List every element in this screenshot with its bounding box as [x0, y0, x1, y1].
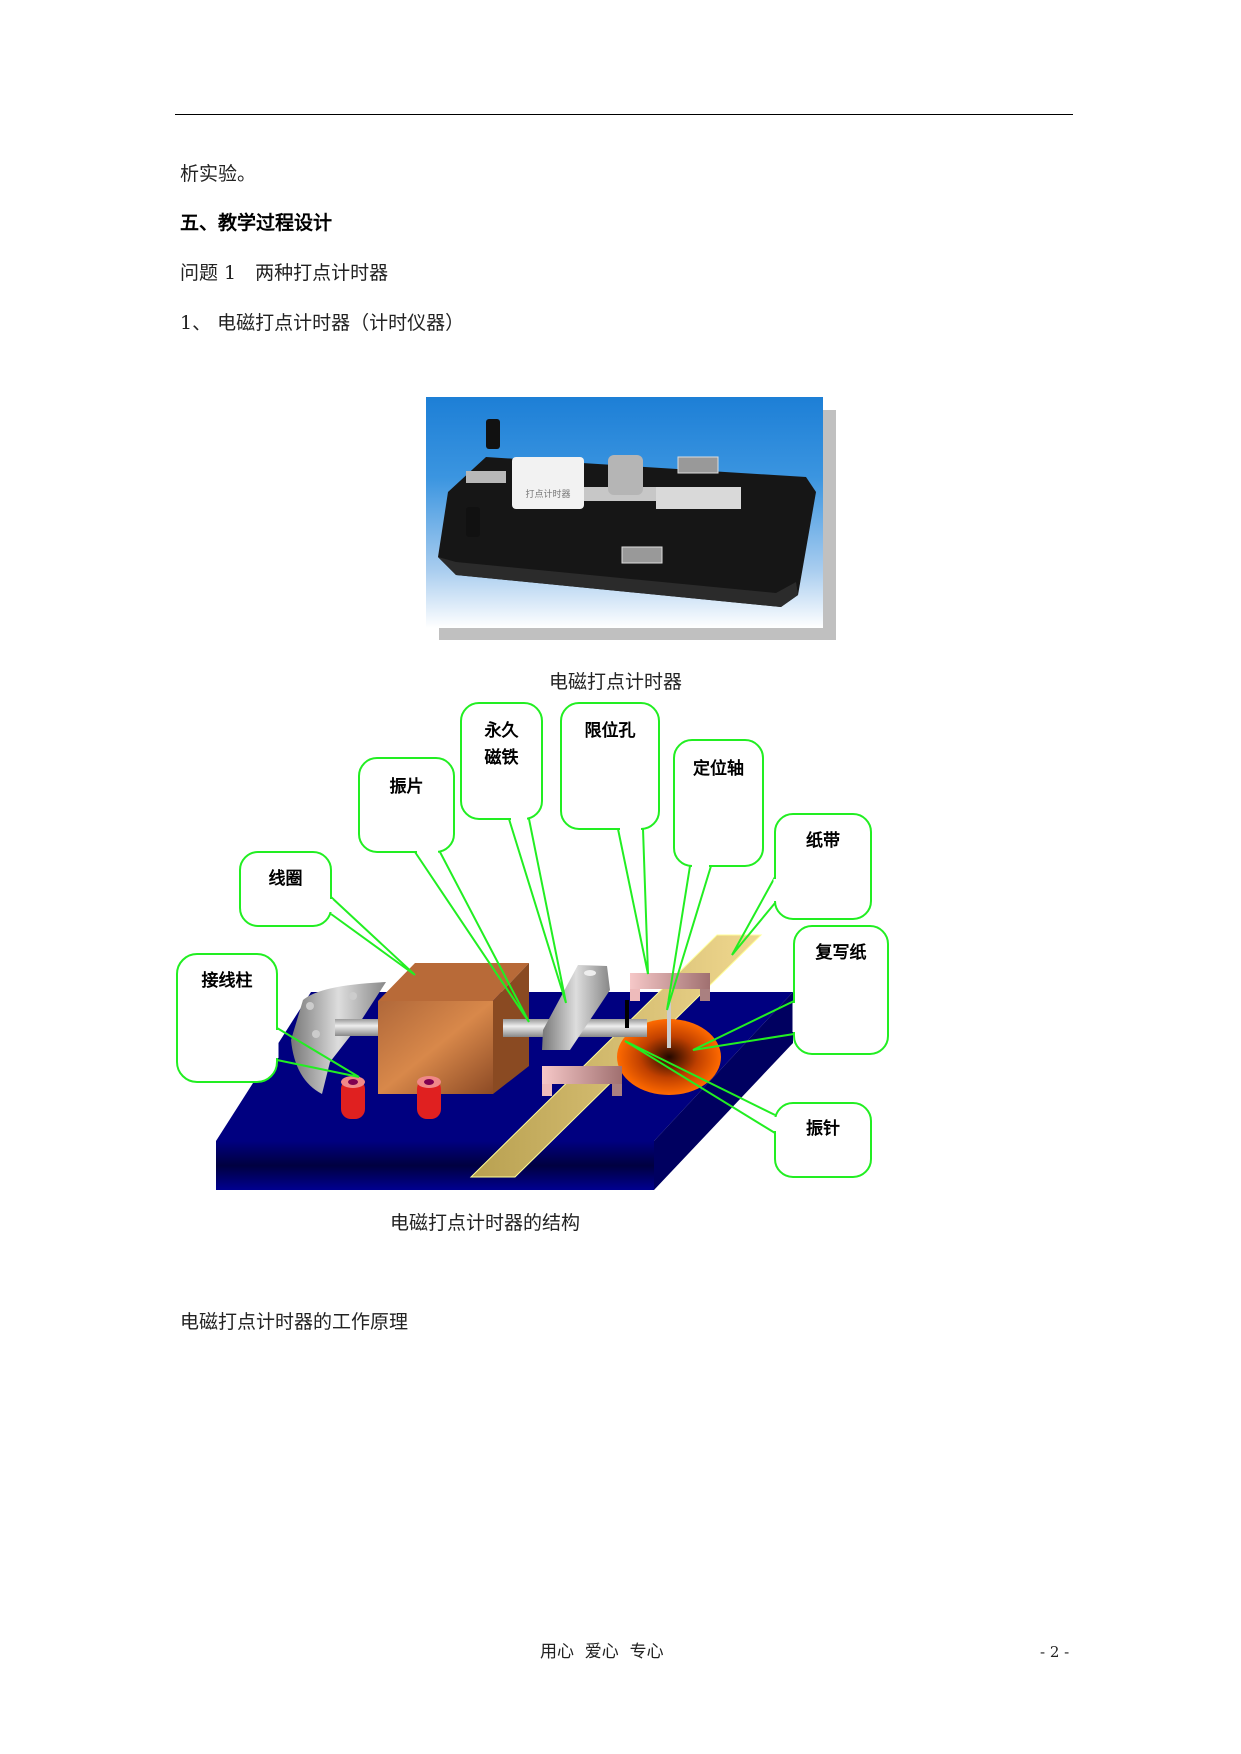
callout-tape [774, 813, 872, 920]
callout-vibrating-plate [358, 757, 455, 853]
label-needle: 振针 [806, 1119, 840, 1139]
label-terminal: 接线柱 [201, 971, 253, 991]
label-vibrating-plate: 振片 [389, 777, 424, 797]
limit-hole-bottom [542, 1066, 622, 1084]
limit-hole-top [630, 973, 710, 989]
callout-magnet [460, 702, 543, 820]
item-heading: 1、 电磁打点计时器（计时仪器） [180, 312, 465, 334]
paper-tape [469, 934, 763, 1178]
question-heading: 问题 1 两种打点计时器 [180, 262, 389, 284]
callout-axle [673, 739, 764, 867]
section-heading: 五、教学过程设计 [180, 212, 333, 234]
footer-motto: 用心 爱心 专心 [540, 1642, 664, 1662]
continued-text: 析实验。 [180, 163, 257, 185]
label-magnet: 永久 磁铁 [461, 718, 542, 772]
callout-coil [239, 851, 332, 927]
callout-needle [774, 1102, 872, 1178]
callout-limit-hole [560, 702, 660, 830]
label-tape: 纸带 [806, 831, 840, 851]
base-side [654, 992, 793, 1190]
terminal-post-1 [341, 1079, 365, 1119]
label-axle: 定位轴 [693, 759, 744, 779]
callout-carbon-paper [793, 925, 889, 1055]
timer-photo: 打点计时器 [426, 397, 823, 628]
pointer-needle [624, 1040, 776, 1134]
label-magnet-line1: 永久 [484, 721, 519, 741]
header-rule [175, 114, 1073, 115]
pointer-carbon-paper [692, 1000, 795, 1051]
label-limit-hole: 限位孔 [584, 721, 636, 741]
photo-label: 打点计时器 [525, 488, 570, 500]
pointer-magnet [508, 818, 567, 1004]
label-coil: 线圈 [268, 869, 303, 889]
pointer-axle [666, 865, 712, 1011]
magnet [542, 965, 610, 1050]
pointer-coil [330, 896, 416, 976]
pointer-limit-hole [617, 828, 649, 975]
terminal-post-2 [417, 1079, 441, 1119]
pointer-terminal [276, 1027, 360, 1078]
label-carbon-paper: 复写纸 [815, 943, 867, 963]
page-number: - 2 - [1040, 1643, 1070, 1661]
diagram-caption: 电磁打点计时器的结构 [390, 1212, 581, 1234]
axle [667, 1000, 671, 1048]
base-front [216, 1141, 654, 1190]
callout-terminal [176, 953, 278, 1083]
pointer-tape [731, 876, 776, 956]
terminal-plate [291, 982, 386, 1094]
photo-caption: 电磁打点计时器 [549, 671, 683, 693]
principle-heading: 电磁打点计时器的工作原理 [180, 1311, 409, 1333]
label-magnet-line2: 磁铁 [484, 748, 519, 769]
pointer-vibrating-plate [414, 851, 530, 1023]
